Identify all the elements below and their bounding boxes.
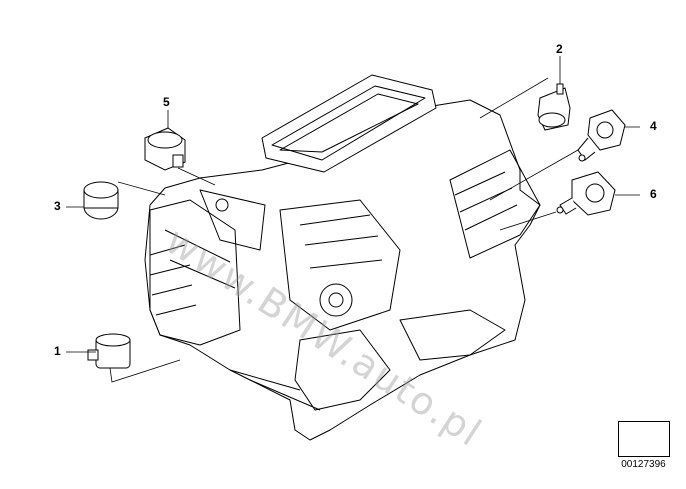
leader-line-2 (479, 56, 561, 119)
callout-4: 4 (650, 119, 657, 133)
leader-line-1 (66, 351, 181, 383)
actuator-4 (577, 109, 626, 162)
top-air-box (261, 74, 437, 173)
leader-line-6 (499, 194, 640, 231)
callout-3: 3 (54, 199, 61, 213)
actuator-3 (83, 181, 119, 220)
catalog-number: 00127396 (621, 459, 666, 470)
callout-2: 2 (556, 42, 563, 56)
leader-line-4 (489, 126, 640, 201)
callout-6: 6 (650, 187, 657, 201)
actuator-6 (556, 171, 616, 216)
actuator-2 (537, 83, 571, 131)
actuator-1 (87, 333, 131, 369)
catalog-badge (618, 421, 670, 457)
leader-line-3 (66, 181, 166, 208)
callout-1: 1 (54, 344, 61, 358)
actuator-5 (144, 127, 186, 171)
callout-5: 5 (163, 95, 170, 109)
leader-line-5 (167, 110, 216, 186)
left-frame (149, 199, 241, 346)
